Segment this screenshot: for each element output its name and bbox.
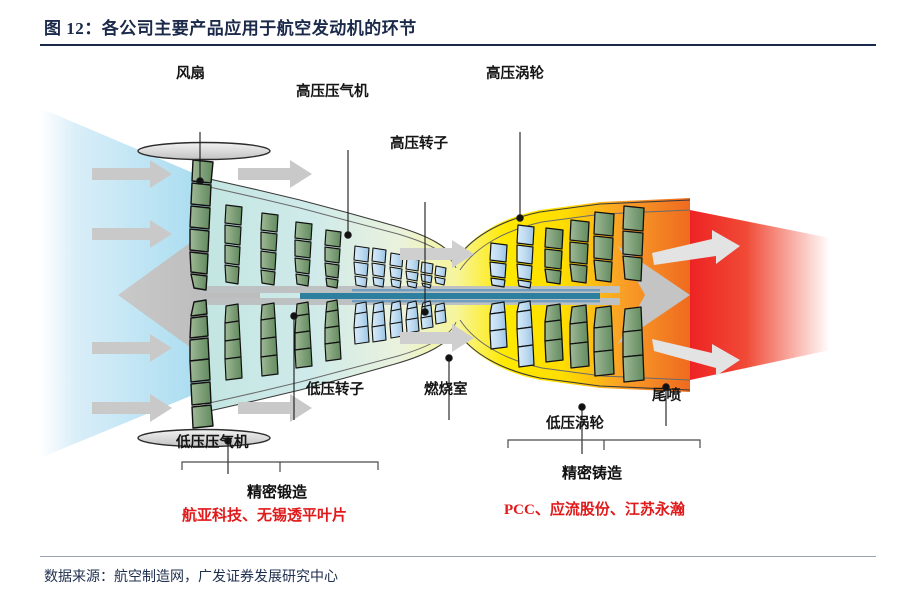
process-label-precision-forging: 精密锻造: [247, 485, 308, 501]
callout-label-combustor: 燃烧室: [424, 382, 468, 398]
callout-label-hp-rotor: 高压转子: [390, 136, 448, 152]
fan-disc-top: [137, 141, 271, 161]
shaft-assembly: [200, 286, 620, 305]
callout-leaders: [196, 132, 670, 474]
source-note: 数据来源：航空制造网，广发证券发展研究中心: [44, 570, 338, 585]
inlet-air-zone: [40, 108, 205, 458]
lp-compressor-stages: [224, 204, 342, 381]
hp-compressor-stages: [353, 245, 447, 345]
source-divider: [40, 556, 876, 557]
process-companies-precision-forging: 航亚科技、无锡透平叶片: [182, 508, 348, 524]
process-brackets: [181, 439, 701, 472]
callout-label-hp-turbine: 高压涡轮: [486, 66, 544, 82]
callout-label-lp-rotor: 低压转子: [306, 382, 364, 398]
fan-disc-bottom: [137, 428, 271, 448]
fan-stage: [189, 159, 214, 429]
figure-title: 图 12：各公司主要产品应用于航空发动机的环节: [44, 19, 417, 38]
title-divider: [40, 44, 876, 46]
engine-diagram: [0, 50, 916, 550]
lp-turbine-stages: [544, 205, 645, 383]
callout-label-nozzle: 尾喷: [652, 388, 681, 404]
process-label-precision-casting: 精密铸造: [562, 466, 623, 482]
callout-label-lp-compressor: 低压压气机: [176, 435, 249, 451]
callout-label-fan: 风扇: [176, 66, 205, 82]
callout-label-lp-turbine: 低压涡轮: [546, 416, 604, 432]
hp-turbine-stages: [489, 224, 535, 368]
callout-label-hp-compressor: 高压压气机: [296, 84, 369, 100]
process-companies-precision-casting: PCC、应流股份、江苏永瀚: [504, 502, 685, 518]
